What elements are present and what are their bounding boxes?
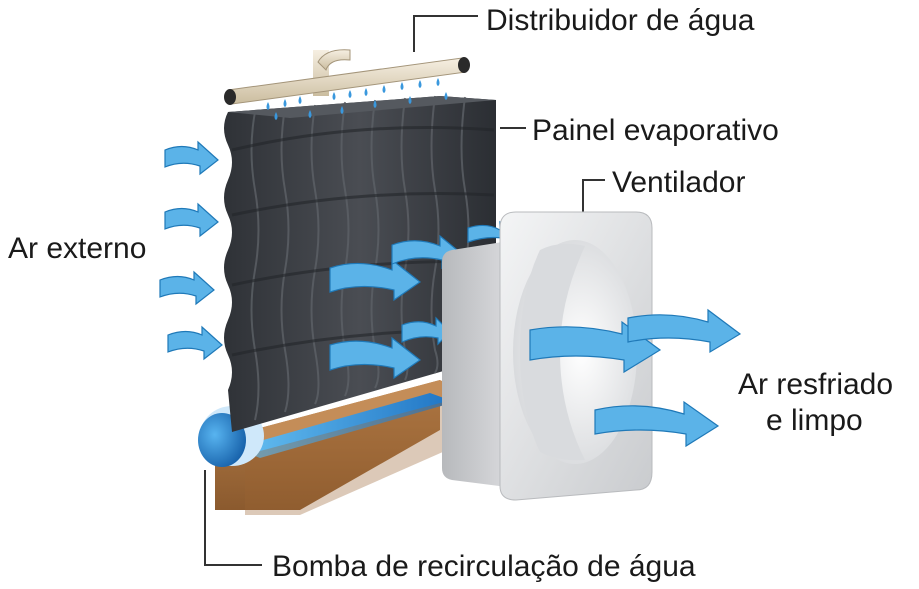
outside-air-arrows [159, 140, 223, 361]
water-distributor [224, 49, 470, 120]
leader-lines [204, 15, 605, 566]
label-outside-air: Ar externo [8, 232, 146, 265]
label-pump: Bomba de recirculação de água [272, 550, 696, 583]
air-arrow-icon [594, 400, 720, 448]
air-arrow-icon [159, 270, 215, 306]
leader-distributor [413, 15, 478, 52]
label-fan: Ventilador [612, 166, 745, 199]
cooled-air-arrows [529, 308, 742, 448]
water-tray [215, 380, 470, 515]
air-arrow-icon [164, 140, 219, 176]
label-distributor: Distribuidor de água [486, 4, 755, 37]
air-arrow-icon [329, 258, 422, 302]
air-arrow-icon [164, 202, 219, 238]
label-cooled-air-line2: e limpo [766, 404, 863, 437]
label-cooled-air-line1: Ar resfriado [738, 368, 893, 401]
water-drops [266, 78, 448, 120]
leader-fan [582, 179, 605, 212]
label-panel: Painel evaporativo [532, 114, 779, 147]
air-arrow-icon [167, 325, 223, 361]
air-arrow-icon [627, 308, 742, 354]
air-arrow-icon [329, 336, 422, 380]
leader-pump [204, 470, 262, 566]
